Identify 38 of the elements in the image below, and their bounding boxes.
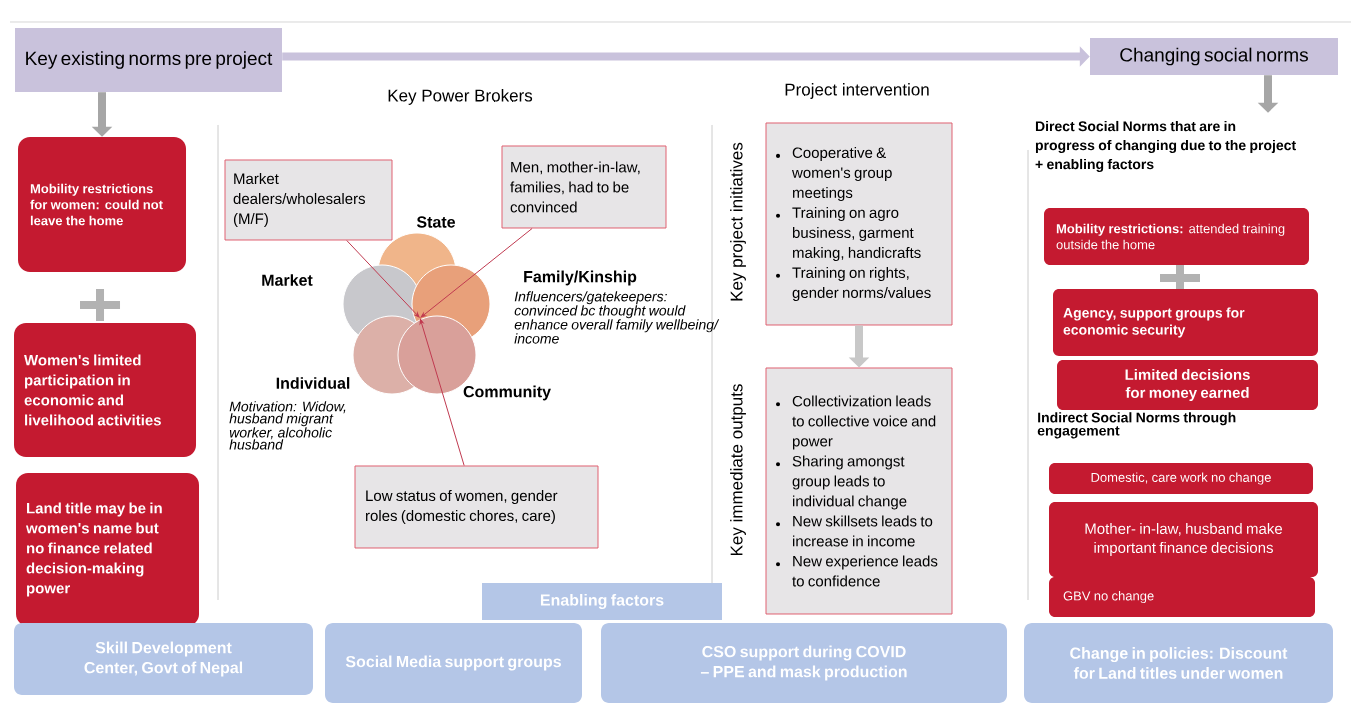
label-text: Market — [262, 274, 313, 286]
norm-box: Limited decisions for money earned — [1057, 360, 1318, 410]
arrow — [346, 240, 420, 318]
factor-box: Skill Development Center, Govt of Nepal — [14, 623, 313, 695]
norm-box: Agency, support groups for economic security — [1053, 289, 1318, 356]
norm-box: Mobility restrictions for women: could not leave the home — [18, 137, 186, 272]
label-text: Project intervention — [785, 83, 929, 99]
arrow — [420, 228, 533, 318]
norm-box: Domestic, care work no change — [1049, 463, 1313, 494]
factor-box: Change in policies: Discount for Land titles under women — [1024, 623, 1333, 703]
node-label: GBV no change — [1063, 590, 1154, 604]
label-text: Individual — [276, 377, 350, 389]
band-box: Enabling factors — [482, 583, 722, 620]
norm-box: Mother- in-law, husband make important finance decisions — [1049, 502, 1318, 577]
heading-text: Direct Social Norms that are in progress of changing due to the project + enabling factors — [1035, 120, 1296, 173]
note-text: Influencers/gatekeepers: convinced bc thought would enhance overall family wellbeing/ income — [514, 291, 720, 344]
bullet-list-box: Collectivization leads to collective voice and power Sharing amongst group leads to individual change New skillsets leads to increase in income New experience leads to confidence — [765, 367, 953, 615]
note-text: Motivation: Widow, husband migrant worker, alcoholic husband — [229, 401, 346, 450]
arrow — [419, 318, 465, 466]
label-text: State — [416, 216, 455, 228]
factor-box: CSO support during COVID – PPE and mask production — [601, 623, 1007, 703]
label-text: Family/Kinship — [524, 270, 637, 286]
callout-box: Low status of women, gender roles (domestic chores, care) — [354, 465, 599, 549]
node-label: Mother- in-law, husband make important finance decisions — [1085, 523, 1283, 556]
factor-box: Social Media support groups — [325, 623, 582, 703]
rotated-label: Key project initiatives — [730, 142, 746, 301]
callout-box: Men, mother-in-law, families, had to be convinced — [501, 145, 667, 229]
note-text: Indirect Social Norms through engagement — [1037, 412, 1236, 439]
callout-box: Market dealers/wholesalers (M/F) — [224, 159, 393, 241]
bullet-list-box: Cooperative & women's group meetings Training on agro business, garment making, handicrafts Training on rights, gender norms/values — [765, 122, 953, 326]
norm-box: Mobility restrictions: attended training outside the home — [1044, 208, 1309, 265]
label-text: Community — [463, 385, 551, 401]
label-text: Key Power Brokers — [388, 89, 533, 105]
norm-box: GBV no change — [1049, 576, 1315, 618]
norm-box: Land title may be in women's name but no finance related decision-making power — [16, 473, 199, 626]
rotated-label: Key immediate outputs — [730, 384, 746, 556]
header-box: Key existing norms pre project — [15, 28, 282, 92]
norm-box: Women's limited participation in economic and livelihood activities — [14, 323, 196, 457]
